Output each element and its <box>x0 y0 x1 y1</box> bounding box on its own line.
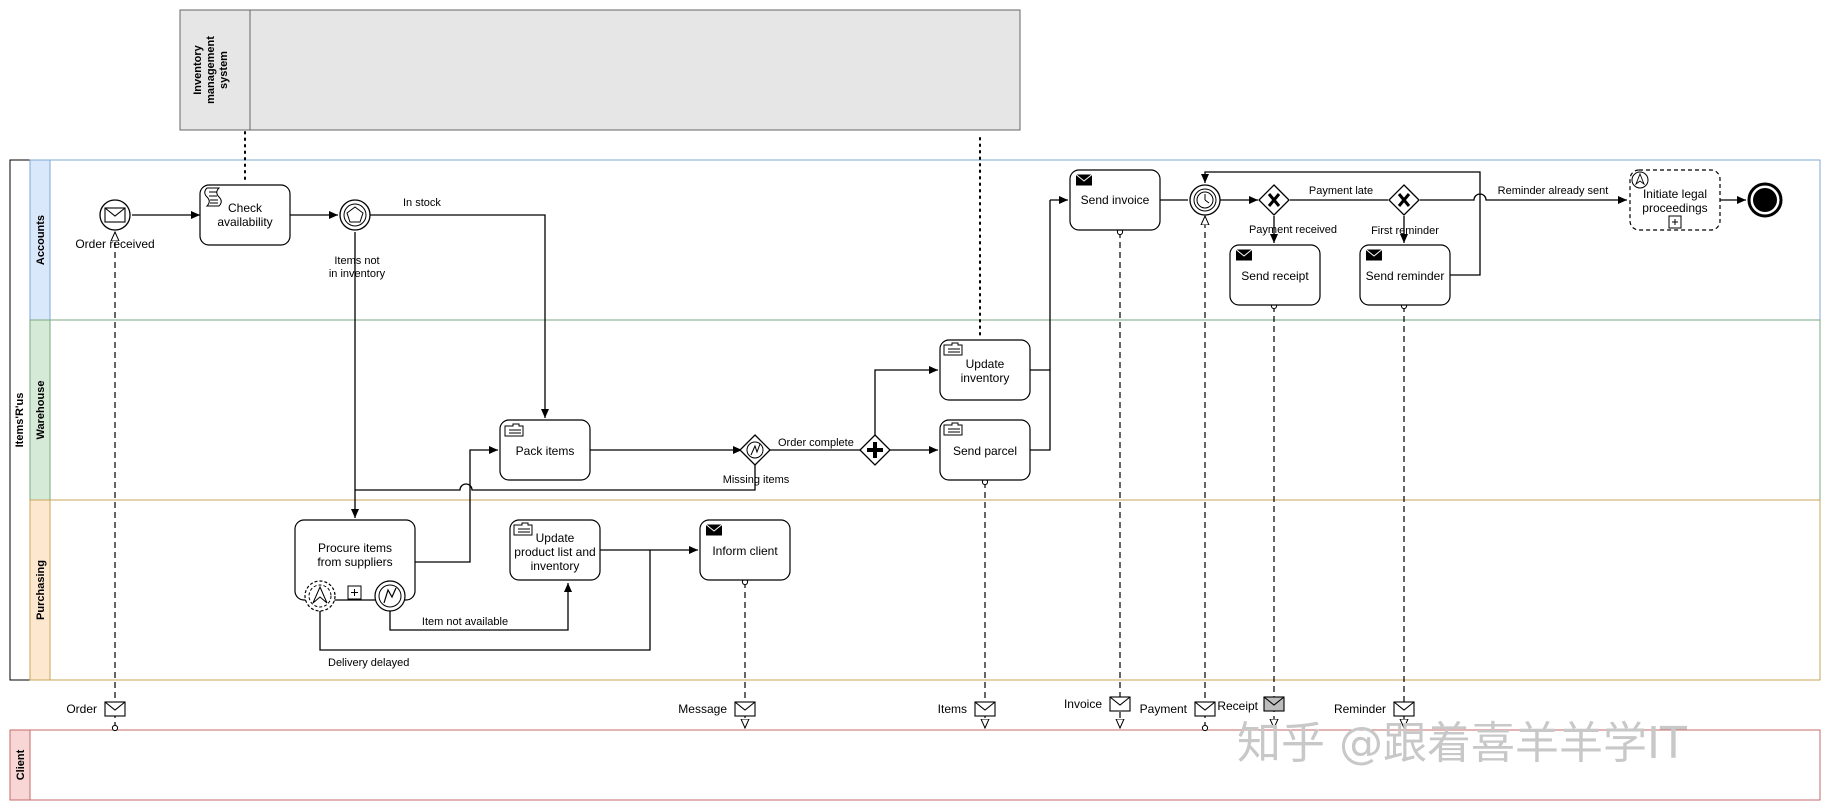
message-label: Message <box>678 702 727 716</box>
pool-inventory-label: Inventorymanagementsystem <box>192 36 230 104</box>
task-inform-client[interactable]: Inform client <box>699 519 791 581</box>
delivery-delayed-label: Delivery delayed <box>328 657 409 669</box>
order-complete-label: Order complete <box>778 437 854 449</box>
task-send-parcel-label: Send parcel <box>953 444 1017 458</box>
plus-icon <box>867 442 883 458</box>
send-message-icon <box>1075 174 1093 186</box>
message-envelopes <box>104 696 1415 717</box>
item-not-available-label: Item not available <box>422 616 508 628</box>
reminder-envelope-icon <box>1393 701 1415 717</box>
task-send-invoice[interactable]: Send invoice <box>1069 169 1161 231</box>
sequence-flows <box>132 171 1746 651</box>
payment-received-label: Payment received <box>1249 224 1337 236</box>
pool-client: Client <box>9 729 1821 801</box>
items-message-label: Items <box>938 702 967 716</box>
message-envelope-icon <box>734 701 756 717</box>
lane-warehouse-label: Warehouse <box>35 381 47 440</box>
receipt-message-label: Receipt <box>1217 699 1258 713</box>
items-envelope-icon <box>974 701 996 717</box>
receipt-envelope-icon <box>1263 696 1285 712</box>
error-icon <box>383 587 397 604</box>
complex-gateway-order-check[interactable] <box>739 434 771 466</box>
message-flows <box>115 216 1404 728</box>
order-message-label: Order <box>66 702 97 716</box>
task-send-reminder[interactable]: Send reminder <box>1359 244 1451 306</box>
payment-envelope-icon <box>1194 701 1216 717</box>
exclusive-gateway-reminder[interactable] <box>1388 184 1420 216</box>
order-envelope-icon <box>104 701 126 717</box>
message-start-icon <box>104 207 126 223</box>
pool-client-label: Client <box>15 749 27 780</box>
watermark: 知乎 @跟着喜羊羊学IT <box>1237 718 1687 769</box>
lane-purchasing: Purchasing <box>29 499 1821 681</box>
missing-items-label: Missing items <box>723 474 790 486</box>
lane-purchasing-label: Purchasing <box>35 560 47 620</box>
task-send-parcel[interactable]: Send parcel <box>939 419 1031 481</box>
payment-late-label: Payment late <box>1309 185 1373 197</box>
escalation-boundary-event[interactable] <box>304 580 336 612</box>
manual-task-icon <box>943 342 963 356</box>
task-inform-client-label: Inform client <box>712 544 778 558</box>
task-send-reminder-label: Send reminder <box>1366 269 1445 283</box>
task-send-invoice-label: Send invoice <box>1081 193 1150 207</box>
send-message-icon <box>705 524 723 536</box>
pool-main-label: Items'R'us <box>14 393 26 448</box>
in-stock-label: In stock <box>403 197 441 209</box>
start-event-order-received[interactable] <box>99 199 131 231</box>
task-pack-items[interactable]: Pack items <box>499 419 591 481</box>
pool-inventory-system: Inventorymanagementsystem <box>179 9 1021 131</box>
escalation-icon <box>312 585 328 604</box>
task-send-receipt-label: Send receipt <box>1241 269 1309 283</box>
send-message-icon <box>1365 249 1383 261</box>
invoice-envelope-icon <box>1109 696 1131 712</box>
lane-accounts: Accounts <box>29 159 1821 321</box>
task-pack-items-label: Pack items <box>516 444 575 458</box>
lane-accounts-label: Accounts <box>35 215 47 265</box>
task-send-receipt[interactable]: Send receipt <box>1229 244 1321 306</box>
end-event[interactable] <box>1747 182 1783 218</box>
exclusive-gateway-payment[interactable] <box>1258 184 1290 216</box>
send-message-icon <box>1235 249 1253 261</box>
timer-event[interactable] <box>1189 184 1221 216</box>
error-boundary-event[interactable] <box>374 580 406 612</box>
manual-task-icon <box>504 423 524 437</box>
x-icon <box>1267 193 1281 207</box>
data-associations <box>244 131 981 339</box>
invoice-message-label: Invoice <box>1064 697 1102 711</box>
parallel-gateway[interactable] <box>859 434 891 466</box>
order-received-label: Order received <box>75 237 154 251</box>
reminder-message-label: Reminder <box>1334 702 1386 716</box>
pentagon-icon <box>346 206 364 223</box>
x-icon <box>1397 193 1411 207</box>
reminder-already-sent-label: Reminder already sent <box>1498 185 1609 197</box>
manual-task-icon <box>513 522 533 536</box>
event-based-gateway[interactable] <box>339 199 371 231</box>
signal-icon <box>750 443 761 456</box>
payment-message-label: Payment <box>1140 702 1188 716</box>
manual-task-icon <box>943 422 963 436</box>
first-reminder-label: First reminder <box>1371 225 1439 237</box>
